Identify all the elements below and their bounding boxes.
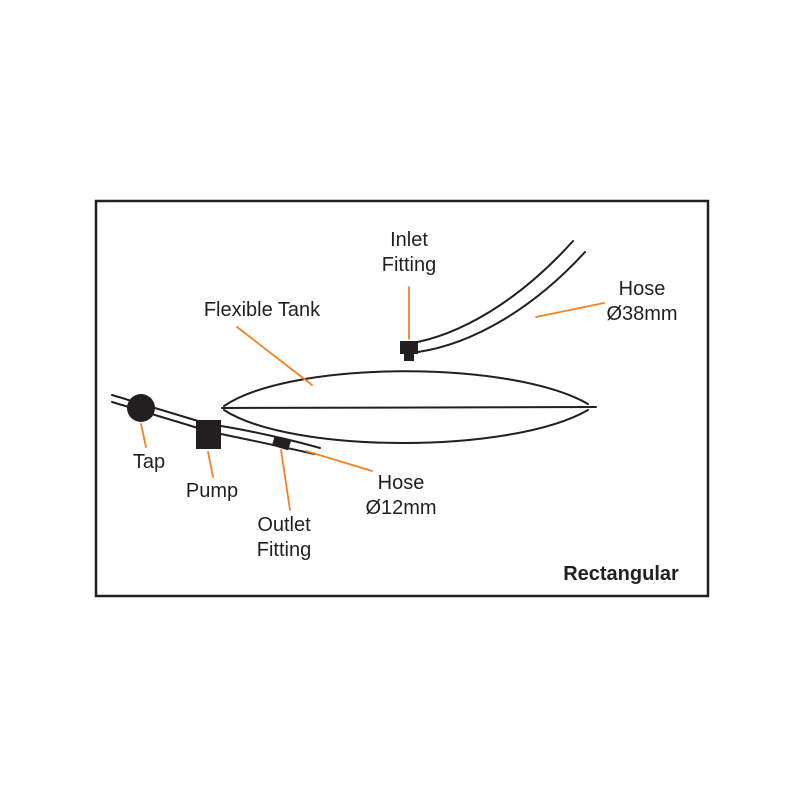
- inlet-fitting-label: Inlet Fitting: [382, 228, 436, 278]
- hose-12mm-right-lower: [220, 433, 315, 455]
- leader-hose-12mm: [305, 450, 373, 472]
- diagram-border: [94, 199, 710, 598]
- inlet-fitting-label-line1: Inlet: [390, 229, 428, 251]
- hose-38mm-lower-line: [417, 251, 586, 353]
- tap: [127, 394, 155, 422]
- hose-12mm-label-line1: Hose: [377, 472, 425, 494]
- leader-outlet-fitting: [280, 449, 291, 511]
- tank-bottom-outline: [223, 409, 589, 444]
- leader-pump: [207, 451, 214, 478]
- inlet-fitting-stem: [404, 353, 414, 361]
- hose-38mm-label: Hose Ø38mm: [606, 277, 677, 327]
- leader-tap: [140, 423, 147, 448]
- outlet-fitting-label-line2: Fitting: [256, 539, 312, 561]
- outlet-fitting-label-line1: Outlet: [257, 514, 311, 536]
- hose-38mm-upper-line: [406, 240, 574, 345]
- pump: [196, 420, 221, 449]
- tank-top-outline: [223, 370, 589, 407]
- tank-seam-line: [221, 406, 597, 409]
- pump-label: Pump: [185, 480, 239, 502]
- hose-38mm-label-line1: Hose: [618, 278, 666, 300]
- leader-hose-38mm: [535, 302, 605, 318]
- outlet-fitting-label: Outlet Fitting: [257, 513, 311, 563]
- hose-12mm-right-upper: [220, 425, 321, 449]
- hose-12mm-left-lower: [111, 401, 199, 429]
- variant-label: Rectangular: [563, 563, 679, 585]
- tap-label: Tap: [132, 451, 166, 473]
- inlet-fitting-label-line2: Fitting: [381, 254, 437, 276]
- inlet-fitting: [400, 341, 418, 354]
- flexible-tank-label: Flexible Tank: [203, 299, 321, 321]
- hose-12mm-label-line2: Ø12mm: [365, 497, 437, 519]
- hose-38mm-label-line2: Ø38mm: [606, 303, 678, 325]
- leader-flexible-tank: [236, 326, 313, 386]
- hose-12mm-label: Hose Ø12mm: [365, 471, 436, 521]
- outlet-fitting: [271, 435, 292, 451]
